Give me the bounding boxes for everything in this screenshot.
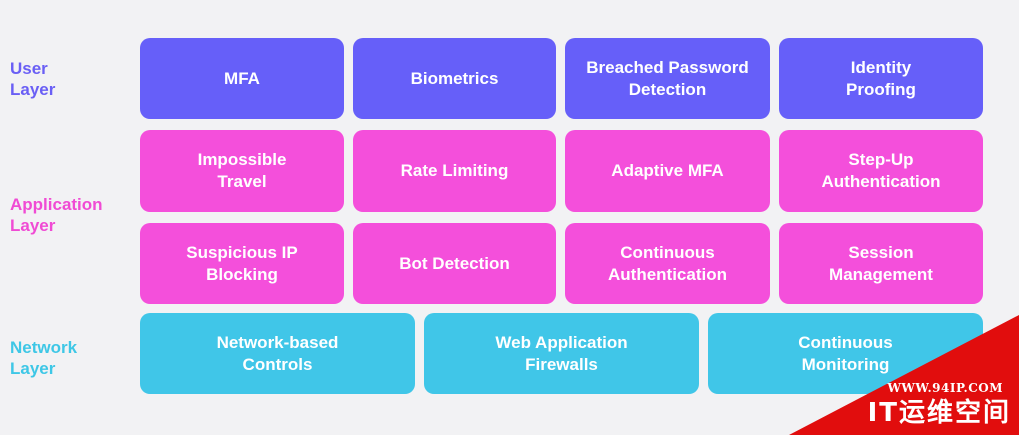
- network-layer-label: Network Layer: [10, 338, 78, 378]
- identity-proofing-box: Identity Proofing: [779, 38, 983, 119]
- impossible-travel-box: Impossible Travel: [140, 130, 344, 212]
- watermark-name: IT运维空间: [867, 398, 1011, 428]
- continuous-authentication-box: Continuous Authentication: [565, 223, 770, 304]
- biometrics-box: Biometrics: [353, 38, 556, 119]
- network-based-controls-box: Network-based Controls: [140, 313, 415, 394]
- step-up-authentication-box: Step-Up Authentication: [779, 130, 983, 212]
- breached-password-detection-box: Breached Password Detection: [565, 38, 770, 119]
- continuous-monitoring-box: Continuous Monitoring: [708, 313, 983, 394]
- web-application-firewalls-box: Web Application Firewalls: [424, 313, 699, 394]
- rate-limiting-box: Rate Limiting: [353, 130, 556, 212]
- user-layer-label: User Layer: [10, 59, 56, 99]
- adaptive-mfa-box: Adaptive MFA: [565, 130, 770, 212]
- application-layer-label: Application Layer: [10, 195, 103, 235]
- mfa-box: MFA: [140, 38, 344, 119]
- bot-detection-box: Bot Detection: [353, 223, 556, 304]
- suspicious-ip-blocking-box: Suspicious IP Blocking: [140, 223, 344, 304]
- session-management-box: Session Management: [779, 223, 983, 304]
